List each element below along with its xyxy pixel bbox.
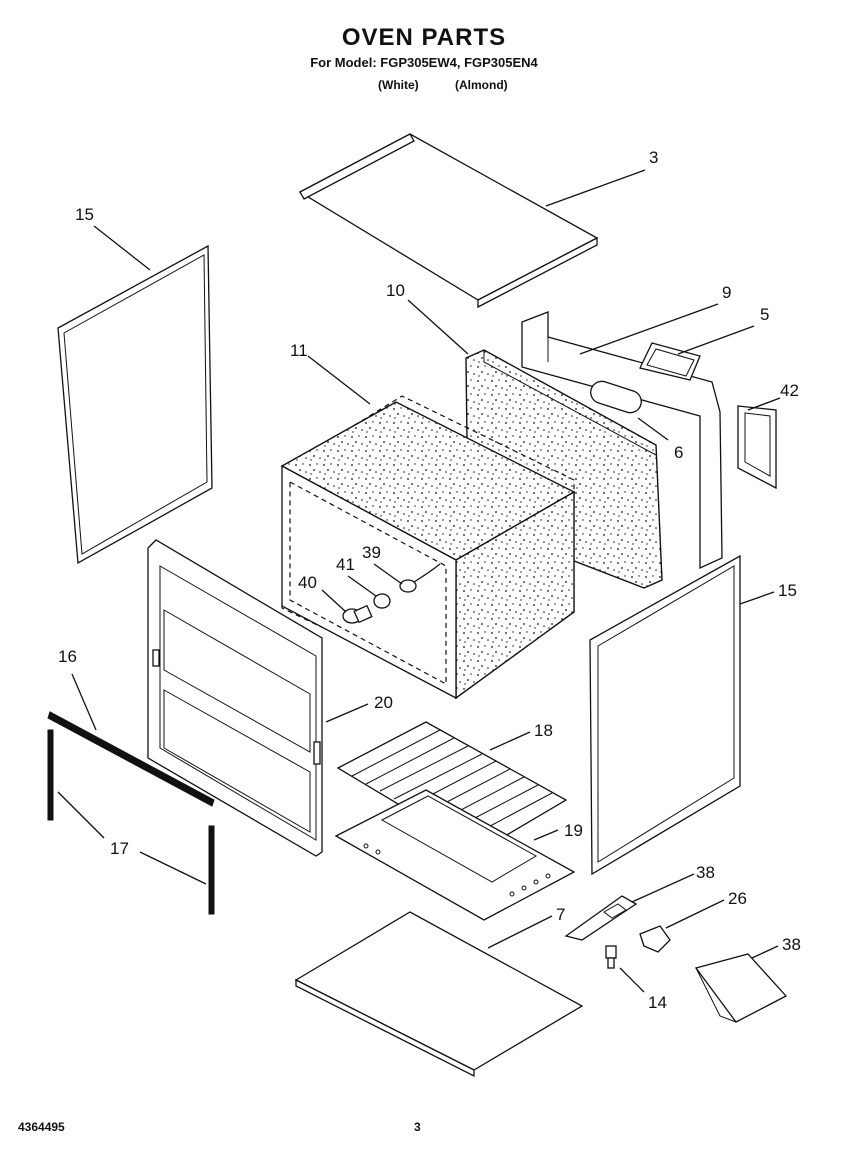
oven-bottom-part-19 <box>334 789 576 921</box>
callout-labels: 3 15 10 9 5 42 11 6 39 41 40 15 16 20 18… <box>58 148 801 1012</box>
callout-19: 19 <box>564 821 583 840</box>
variant-white: (White) <box>378 78 419 92</box>
callout-40: 40 <box>298 573 317 592</box>
leader-lines <box>57 169 781 993</box>
trim-strip-part-17-right <box>208 825 215 915</box>
bracket-lower-part-38 <box>694 953 788 1023</box>
screw-part-14 <box>605 945 617 969</box>
bracket-part-42 <box>737 405 777 490</box>
page-number: 3 <box>414 1120 421 1134</box>
side-panel-right-part-15 <box>589 554 741 876</box>
callout-38-upper: 38 <box>696 863 715 882</box>
light-assembly <box>342 563 441 624</box>
trim-strip-part-17-left <box>47 729 54 821</box>
callout-6: 6 <box>674 443 683 462</box>
callout-26: 26 <box>728 889 747 908</box>
front-frame-part-20 <box>147 539 323 857</box>
callout-16: 16 <box>58 647 77 666</box>
liner-insulation-part-11 <box>280 395 576 700</box>
bottom-panel-part-7 <box>294 911 584 1078</box>
light-lens-part-41 <box>373 593 391 609</box>
light-bulb-part-40 <box>342 604 373 624</box>
callout-20: 20 <box>374 693 393 712</box>
callout-18: 18 <box>534 721 553 740</box>
oval-part-6 <box>590 380 642 414</box>
clip-part-26 <box>639 925 671 953</box>
vent-part-5 <box>639 342 701 381</box>
light-socket-part-39 <box>399 563 441 593</box>
callout-10: 10 <box>386 281 405 300</box>
trim-strip-part-16 <box>47 711 215 807</box>
callout-14: 14 <box>648 993 667 1012</box>
callout-39: 39 <box>362 543 381 562</box>
callout-3: 3 <box>649 148 658 167</box>
model-line: For Model: FGP305EW4, FGP305EN4 <box>310 55 538 70</box>
doc-number: 4364495 <box>18 1120 65 1134</box>
callout-15-left: 15 <box>75 205 94 224</box>
page-title: OVEN PARTS <box>341 24 507 51</box>
bracket-upper-part-38 <box>564 895 638 941</box>
callout-38-lower: 38 <box>782 935 801 954</box>
callout-11: 11 <box>290 341 308 360</box>
top-panel-part-3 <box>298 133 599 309</box>
callout-42: 42 <box>780 381 799 400</box>
callout-17: 17 <box>110 839 129 858</box>
callout-41: 41 <box>336 555 355 574</box>
callout-7: 7 <box>556 905 565 924</box>
side-panel-left-part-15 <box>57 244 213 565</box>
callout-9: 9 <box>722 283 731 302</box>
variant-almond: (Almond) <box>455 78 508 92</box>
callout-15-right: 15 <box>778 581 797 600</box>
callout-5: 5 <box>760 305 769 324</box>
